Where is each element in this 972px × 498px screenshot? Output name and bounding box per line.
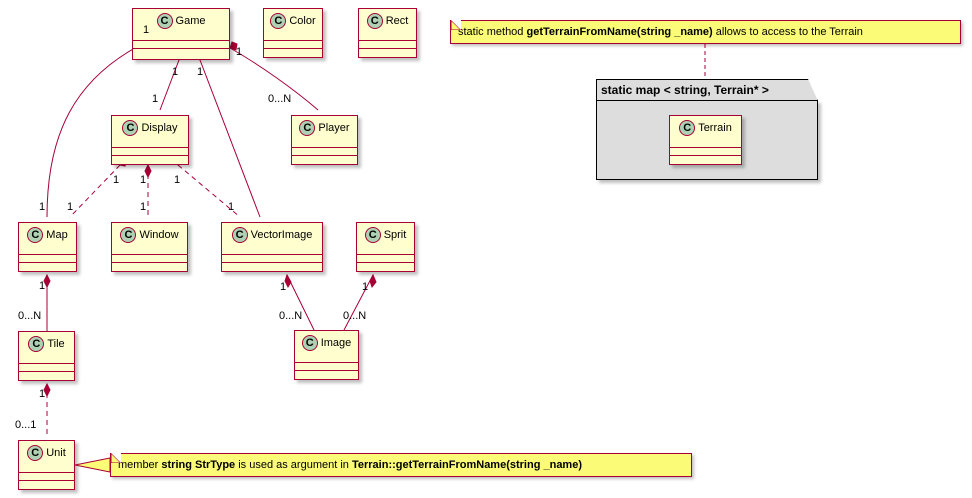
mult-unit-dst: 0...1 [15,419,37,431]
mult-image-dst-a: 0...N [279,310,303,322]
mult-tile-dst: 0...N [18,310,42,322]
class-icon: C [231,226,248,243]
class-icon: C [270,12,287,29]
class-icon: C [679,119,696,136]
class-name: Image [320,336,352,349]
class-name: Sprit [383,228,407,241]
diamond-map-tile [43,273,51,289]
class-name: Terrain [698,121,732,134]
class-icon: C [364,226,381,243]
class-icon: C [122,119,139,136]
relation-game-vectorimage [199,59,261,218]
class-icon: C [120,226,137,243]
note-bold-method: getTerrainFromName(string _name) [526,26,713,38]
mult-display-window-src: 1 [140,174,147,186]
diamond-display-window [144,163,152,179]
class-name: VectorImage [250,228,313,241]
mult-map-dst-b: 1 [67,201,74,213]
class-icon: C [299,119,316,136]
relation-sprit-image [343,274,374,331]
class-icon: C [366,12,383,29]
class-name: Window [139,228,179,241]
mult-window-dst: 1 [140,201,147,213]
note-bold-method: Terrain::getTerrainFromName(string _name… [351,459,582,471]
diamond-game-player [229,41,238,51]
class-name: Rect [385,14,409,27]
mult-tile-unit-src: 1 [39,388,46,400]
mult-vector-image-src: 1 [280,281,287,293]
note-fold-icon [111,453,121,463]
mult-display-vector-src: 1 [174,174,181,186]
class-icon: C [27,226,44,243]
mult-game-display-src: 1 [172,66,179,78]
class-name: Color [289,14,316,27]
mult-image-dst-b: 0...N [343,310,367,322]
package-tab: static map < string, Terrain* > [596,79,818,101]
mult-display-map-src: 1 [113,174,120,186]
mult-game-player-src: 1 [236,46,243,58]
class-name: Display [141,121,178,134]
mult-display-dst: 1 [152,93,159,105]
note-prefix: member [118,459,162,471]
relation-game-map [46,36,158,218]
class-icon: C [28,335,45,352]
diamond-tile-unit [43,382,51,398]
note-middle: is used as argument in [235,459,352,471]
class-name: Map [46,228,68,241]
diamond-vectorimage-image [284,273,292,289]
mult-map-dst-a: 1 [39,201,46,213]
relation-display-map [69,164,121,218]
mult-vector-dst: 1 [228,201,235,213]
note-bold-member: string StrType [161,459,236,471]
class-icon: C [27,444,44,461]
mult-player-dst: 0...N [268,93,292,105]
mult-game-vector-src: 1 [197,66,204,78]
class-icon: C [301,334,318,351]
relation-display-vectorimage [177,164,241,218]
note-fold-icon [451,20,461,30]
note-suffix: allows to access to the Terrain [712,26,863,38]
relation-vectorimage-image [286,274,315,331]
relation-game-display [159,59,180,111]
diamond-sprit-image [369,273,377,289]
class-name: Player [318,121,350,134]
note-terrain-access: static method getTerrainFromName(string … [450,20,961,44]
class-name: Game [175,14,206,27]
mult-sprit-image-src: 1 [362,281,369,293]
note-prefix: static method [458,26,527,38]
class-icon: C [156,12,173,29]
class-name: Unit [46,446,66,459]
relation-game-player [229,47,319,111]
package-label: static map < string, Terrain* > [601,83,769,97]
mult-map-tile-src: 1 [39,280,46,292]
class-name: Tile [47,337,65,350]
note-unit-strtype: member string StrType is used as argumen… [110,453,692,477]
mult-game-map-src: 1 [143,24,150,36]
